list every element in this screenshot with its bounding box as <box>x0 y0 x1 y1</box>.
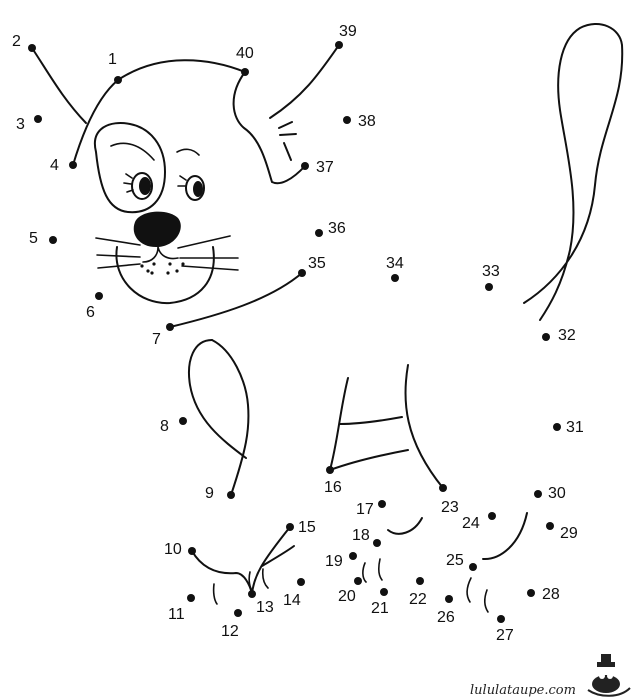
svg-text:1: 1 <box>108 51 117 68</box>
dot-23: 23 <box>439 484 459 516</box>
svg-text:27: 27 <box>496 627 514 644</box>
dot-39: 39 <box>335 23 357 49</box>
svg-text:23: 23 <box>441 499 459 516</box>
dot-1: 1 <box>108 51 122 84</box>
svg-text:2: 2 <box>12 33 21 50</box>
dot-20: 20 <box>338 577 362 605</box>
svg-text:40: 40 <box>236 45 254 62</box>
svg-text:8: 8 <box>160 418 169 435</box>
dot-16: 16 <box>324 466 342 496</box>
dot-9: 9 <box>205 485 235 502</box>
svg-text:31: 31 <box>566 419 584 436</box>
svg-text:29: 29 <box>560 525 578 542</box>
site-logo: lululataupe.com <box>470 654 631 698</box>
svg-text:12: 12 <box>221 623 239 640</box>
cat-drawing <box>31 23 624 613</box>
dot-17: 17 <box>356 500 386 518</box>
dot-29: 29 <box>546 522 578 542</box>
svg-text:36: 36 <box>328 220 346 237</box>
svg-text:33: 33 <box>482 263 500 280</box>
svg-text:9: 9 <box>205 485 214 502</box>
dot-11: 11 <box>168 594 195 623</box>
svg-text:32: 32 <box>558 327 576 344</box>
svg-text:17: 17 <box>356 501 374 518</box>
svg-text:16: 16 <box>324 479 342 496</box>
dot-26: 26 <box>437 595 455 626</box>
dot-22: 22 <box>409 577 427 608</box>
svg-text:5: 5 <box>29 230 38 247</box>
dot-30: 30 <box>534 485 566 502</box>
svg-text:25: 25 <box>446 552 464 569</box>
dot-8: 8 <box>160 417 187 435</box>
mole-mascot-icon <box>587 654 631 697</box>
dot-24: 24 <box>462 512 496 532</box>
svg-text:11: 11 <box>168 606 185 623</box>
dot-13: 13 <box>248 590 274 616</box>
dot-25: 25 <box>446 552 477 571</box>
svg-text:14: 14 <box>283 592 301 609</box>
dot-38: 38 <box>343 113 376 130</box>
dot-21: 21 <box>371 588 389 617</box>
svg-text:4: 4 <box>50 157 59 174</box>
dot-3: 3 <box>16 115 42 133</box>
svg-text:19: 19 <box>325 553 343 570</box>
numbered-dots: 1 2 3 4 5 6 7 8 9 10 11 12 13 14 15 16 1… <box>12 23 584 644</box>
dot-31: 31 <box>553 419 584 436</box>
dot-2: 2 <box>12 33 36 52</box>
svg-text:38: 38 <box>358 113 376 130</box>
svg-text:15: 15 <box>298 519 316 536</box>
dot-10: 10 <box>164 541 196 558</box>
dot-19: 19 <box>325 552 357 570</box>
dot-7: 7 <box>152 323 174 348</box>
dot-32: 32 <box>542 327 576 344</box>
dot-4: 4 <box>50 157 77 174</box>
svg-text:30: 30 <box>548 485 566 502</box>
dot-36: 36 <box>315 220 346 237</box>
svg-text:24: 24 <box>462 515 480 532</box>
svg-text:26: 26 <box>437 609 455 626</box>
dot-33: 33 <box>482 263 500 291</box>
dot-27: 27 <box>496 615 514 644</box>
dot-5: 5 <box>29 230 57 247</box>
svg-text:18: 18 <box>352 527 370 544</box>
dot-6: 6 <box>86 292 103 321</box>
svg-text:10: 10 <box>164 541 182 558</box>
watermark-text: lululataupe.com <box>470 683 576 698</box>
dot-28: 28 <box>527 586 560 603</box>
svg-text:13: 13 <box>256 599 274 616</box>
svg-text:22: 22 <box>409 591 427 608</box>
svg-text:3: 3 <box>16 116 25 133</box>
dot-35: 35 <box>298 255 326 277</box>
svg-text:6: 6 <box>86 304 95 321</box>
dot-37: 37 <box>301 159 334 176</box>
dot-12: 12 <box>221 609 242 640</box>
svg-text:20: 20 <box>338 588 356 605</box>
svg-text:34: 34 <box>386 255 404 272</box>
dot-18: 18 <box>352 527 381 547</box>
dot-40: 40 <box>236 45 254 76</box>
svg-text:39: 39 <box>339 23 357 40</box>
svg-text:28: 28 <box>542 586 560 603</box>
svg-text:7: 7 <box>152 331 161 348</box>
svg-text:37: 37 <box>316 159 334 176</box>
svg-text:35: 35 <box>308 255 326 272</box>
svg-text:21: 21 <box>371 600 389 617</box>
dot-14: 14 <box>283 578 305 609</box>
dot-15: 15 <box>286 519 316 536</box>
dot-34: 34 <box>386 255 404 282</box>
